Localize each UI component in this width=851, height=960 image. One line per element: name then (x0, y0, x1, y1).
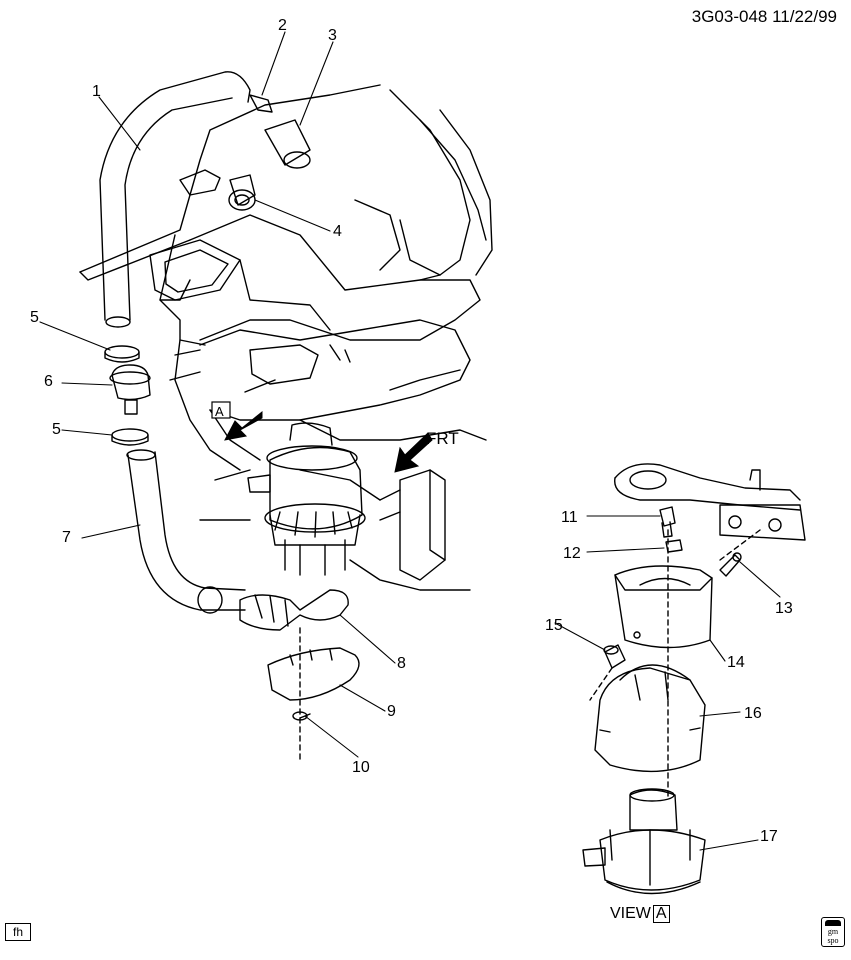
callout-5-upper: 5 (30, 309, 39, 326)
mount-bracket-14 (614, 565, 713, 649)
assembly-axis-lines (589, 529, 761, 801)
air-hose-lower (126, 449, 246, 614)
callout-2: 2 (278, 17, 287, 34)
view-caption-letter: A (652, 905, 670, 923)
callout-16: 16 (744, 705, 762, 722)
logo-cap-shape (825, 920, 841, 926)
view-caption-prefix: VIEW (610, 905, 651, 922)
air-pump-17 (582, 788, 706, 895)
pump-lower-parts (239, 589, 360, 761)
callout-6: 6 (44, 373, 53, 390)
callout-13: 13 (775, 600, 793, 617)
callout-7: 7 (62, 529, 71, 546)
callout-12: 12 (563, 545, 581, 562)
gm-spo-logo: gm spo (821, 917, 845, 947)
callout-leaders (39, 31, 781, 851)
callout-10: 10 (352, 759, 370, 776)
direction-arrows (211, 401, 433, 473)
callout-15: 15 (545, 617, 563, 634)
pump-cover-16 (594, 664, 706, 773)
front-direction-label: FRT (426, 429, 459, 448)
callout-3: 3 (328, 27, 337, 44)
callout-11: 11 (561, 509, 578, 526)
bolt-11-nut-12 (659, 506, 683, 553)
logo-line-1: gm (827, 927, 839, 936)
callout-numbers: 1 2 3 4 5 6 5 7 8 9 10 11 12 13 14 15 16… (30, 17, 793, 845)
drawing-reference: 3G03-048 11/22/99 (691, 7, 837, 26)
callout-17: 17 (760, 828, 778, 845)
callout-9: 9 (387, 703, 396, 720)
check-valve-fittings (228, 94, 311, 211)
fh-box: fh (5, 923, 31, 941)
bolt-13 (719, 552, 742, 577)
nut-15 (603, 644, 626, 669)
view-a-marker: A (215, 404, 224, 419)
vehicle-body-structure (79, 84, 493, 591)
bracket-and-wrench (614, 463, 806, 541)
callout-1: 1 (92, 83, 101, 100)
hose-clamps-and-valve (104, 345, 151, 446)
callout-4: 4 (333, 223, 342, 240)
air-pump-assembly (247, 422, 366, 576)
callout-14: 14 (727, 654, 745, 671)
logo-line-2: spo (827, 936, 839, 945)
callout-8: 8 (397, 655, 406, 672)
callout-5-lower: 5 (52, 421, 61, 438)
air-hose-upper (99, 71, 251, 328)
